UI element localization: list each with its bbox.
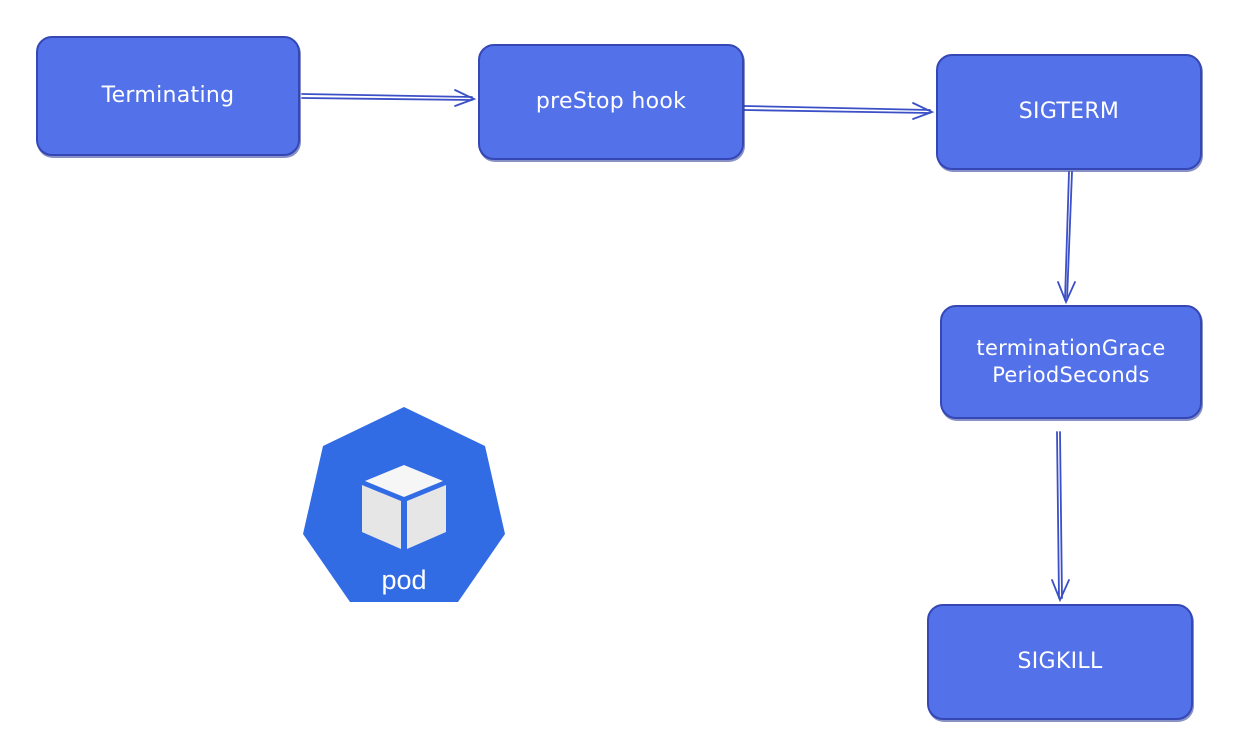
arrow-sigterm-to-tgps: [1057, 171, 1076, 305]
arrow-tgps-to-sigkill: [1051, 431, 1070, 603]
step-terminating-label: Terminating: [101, 82, 235, 108]
step-sigterm: SIGTERM: [936, 54, 1202, 170]
arrow-prestop-to-sigterm: [743, 102, 935, 120]
step-termination-grace-period: terminationGrace PeriodSeconds: [940, 305, 1202, 419]
arrow-terminating-to-prestop: [301, 89, 477, 107]
heptagon-shape: [303, 407, 505, 602]
step-prestop-hook: preStop hook: [478, 44, 744, 160]
step-sigterm-label: SIGTERM: [1018, 98, 1120, 124]
step-terminating: Terminating: [36, 36, 300, 156]
step-sigkill-label: SIGKILL: [1017, 648, 1103, 674]
pod-label: pod: [381, 565, 426, 595]
cube-icon: [362, 465, 446, 549]
pod-logo: pod: [303, 407, 505, 602]
step-termination-grace-period-label: terminationGrace PeriodSeconds: [976, 335, 1166, 387]
step-prestop-hook-label: preStop hook: [535, 88, 687, 114]
step-sigkill: SIGKILL: [927, 604, 1193, 720]
